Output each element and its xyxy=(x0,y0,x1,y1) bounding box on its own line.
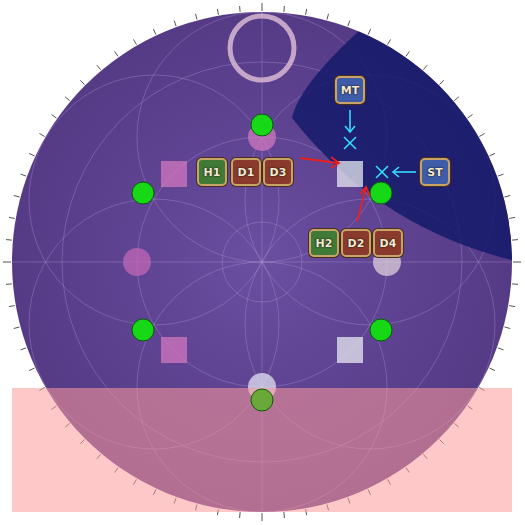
tank-marker: MT xyxy=(335,76,365,104)
dps-marker: D1 xyxy=(231,158,261,186)
role-label: MT xyxy=(341,84,359,97)
danger-zone xyxy=(292,0,525,262)
role-label: D4 xyxy=(380,237,397,250)
healer-marker: H1 xyxy=(197,158,227,186)
role-label: D3 xyxy=(270,166,287,179)
aoe-band xyxy=(12,388,512,512)
dps-marker: D4 xyxy=(373,229,403,257)
role-label: H2 xyxy=(316,237,333,250)
tank-marker: ST xyxy=(420,158,450,186)
dps-marker: D3 xyxy=(263,158,293,186)
role-label: H1 xyxy=(204,166,221,179)
role-label: D2 xyxy=(348,237,365,250)
role-label: D1 xyxy=(238,166,255,179)
healer-marker: H2 xyxy=(309,229,339,257)
dps-marker: D2 xyxy=(341,229,371,257)
role-label: ST xyxy=(427,166,442,179)
